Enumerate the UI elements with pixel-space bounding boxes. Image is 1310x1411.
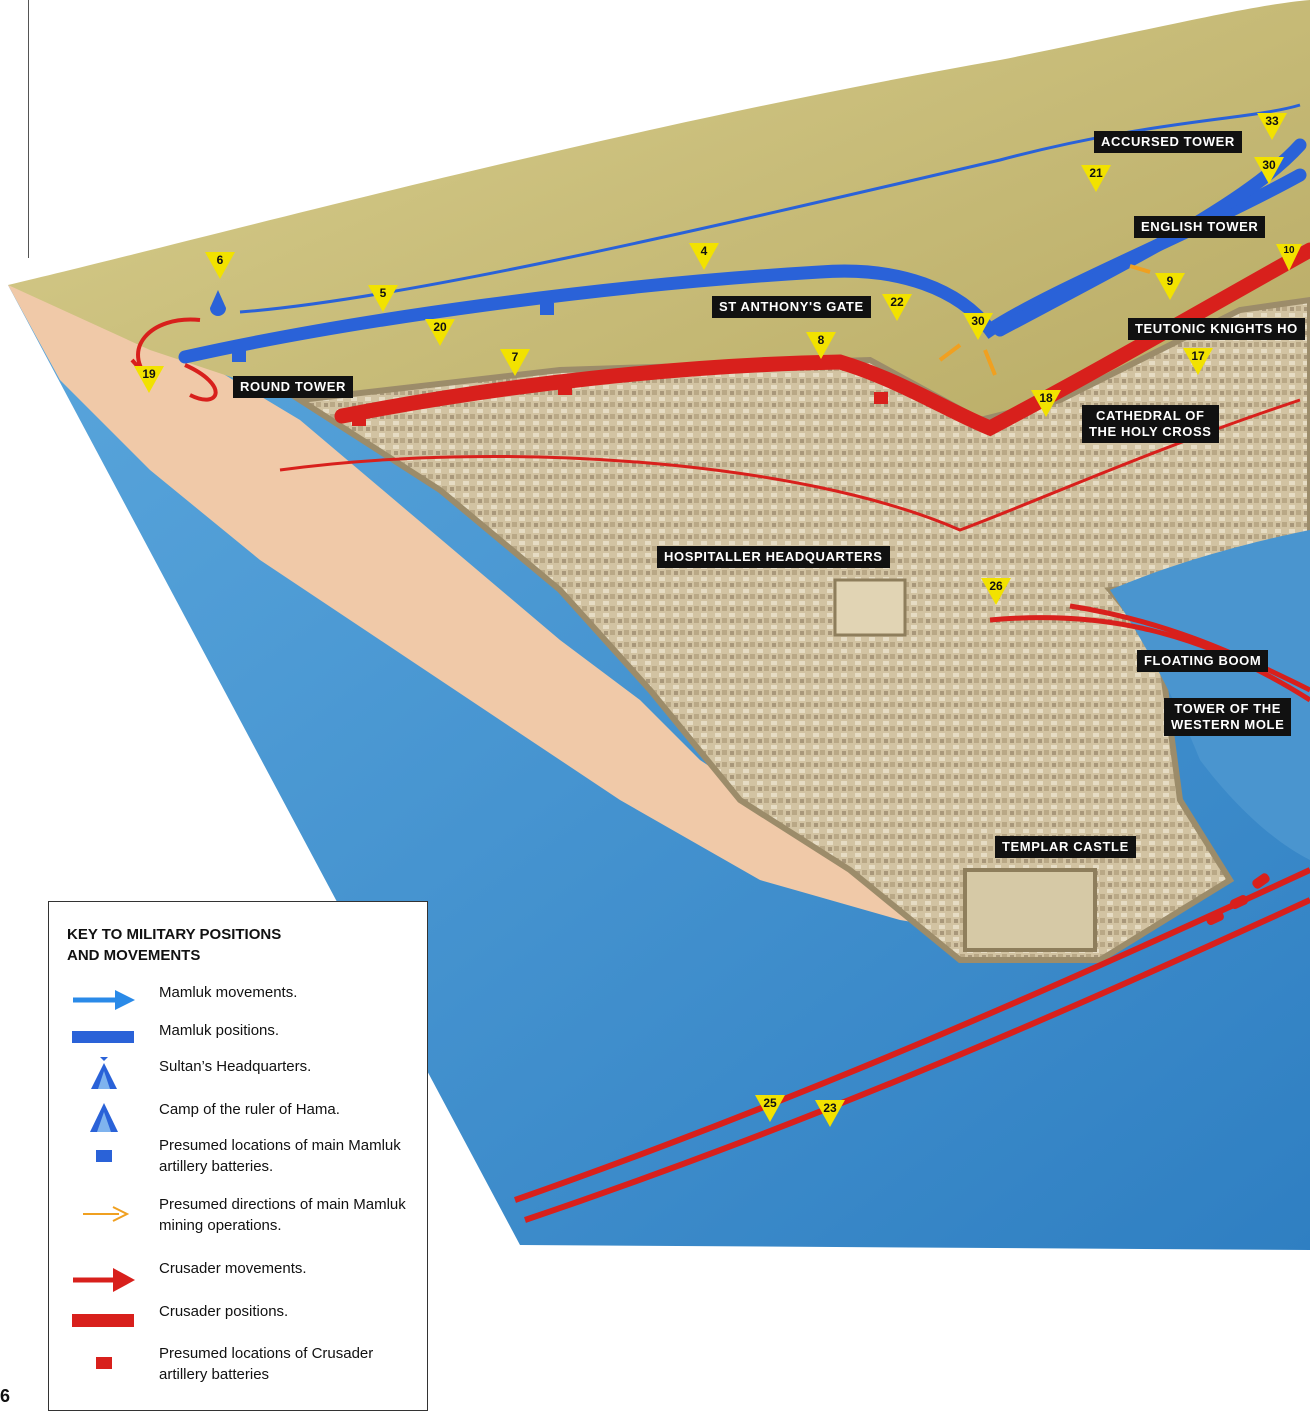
label-cathedral-line2: THE HOLY CROSS <box>1089 424 1212 439</box>
mamluk-battery <box>232 350 246 362</box>
label-accursed-tower: ACCURSED TOWER <box>1094 131 1242 153</box>
label-templar-castle: TEMPLAR CASTLE <box>995 836 1136 858</box>
hama-camp-drop <box>210 290 226 316</box>
blue-arrow-icon <box>73 990 135 1010</box>
marker-17: 17 <box>1183 348 1213 375</box>
blue-square-icon <box>96 1150 112 1162</box>
blue-bar-icon <box>72 1031 134 1043</box>
tent-flag-icon <box>91 1057 117 1089</box>
marker-4: 4 <box>689 243 719 270</box>
label-western-mole: TOWER OF THE WESTERN MOLE <box>1164 698 1292 736</box>
marker-18: 18 <box>1031 390 1061 417</box>
marker-23: 23 <box>815 1100 845 1127</box>
label-cathedral-line1: CATHEDRAL OF <box>1096 408 1205 423</box>
crusader-sea-route-1 <box>514 867 1310 1203</box>
crusader-ship <box>1206 910 1224 926</box>
label-western-mole-line2: WESTERN MOLE <box>1171 717 1285 732</box>
orange-arrow-icon <box>83 1206 130 1222</box>
key-title: KEY TO MILITARY POSITIONS AND MOVEMENTS <box>67 926 282 964</box>
tent-icon <box>90 1103 118 1132</box>
red-arrow-icon <box>73 1268 135 1292</box>
marker-33: 33 <box>1257 113 1287 140</box>
crusader-sortie-return <box>184 363 218 402</box>
crusader-sea-route-2 <box>524 897 1310 1223</box>
key-label: Mamluk positions. <box>159 1022 280 1039</box>
crusader-battery <box>352 414 366 426</box>
templar-castle-block <box>963 868 1097 952</box>
crusader-ship <box>1252 873 1270 889</box>
harbour <box>1110 530 1310 860</box>
crusader-inner-route <box>279 398 1301 532</box>
marker-9: 9 <box>1155 273 1185 300</box>
marker-30-accursed: 30 <box>1254 157 1284 184</box>
mining-arrow <box>983 349 997 376</box>
key-label: Mamluk movements. <box>159 984 298 1001</box>
label-st-anthonys-gate: ST ANTHONY'S GATE <box>712 296 871 318</box>
margin-rule <box>28 0 29 258</box>
page-number: 6 <box>0 1386 11 1406</box>
marker-10: 10 <box>1276 244 1302 271</box>
label-floating-boom: FLOATING BOOM <box>1137 650 1269 672</box>
key-label: Camp of the ruler of Hama. <box>159 1101 340 1118</box>
crusader-battery <box>558 383 572 395</box>
marker-5: 5 <box>368 285 398 312</box>
label-round-tower: ROUND TOWER <box>233 376 354 398</box>
beach <box>8 285 960 930</box>
marker-20: 20 <box>425 319 455 346</box>
crusader-ship <box>1230 894 1248 910</box>
key-label: Crusader positions. <box>159 1303 289 1320</box>
key-label: Crusader movements. <box>159 1260 307 1277</box>
marker-25: 25 <box>755 1095 785 1122</box>
key-label: Presumed locations of Crusader artillery… <box>159 1345 374 1383</box>
label-english-tower: ENGLISH TOWER <box>1134 216 1266 238</box>
marker-26: 26 <box>981 578 1011 605</box>
map-key: KEY TO MILITARY POSITIONS AND MOVEMENTS … <box>48 901 428 1411</box>
marker-8: 8 <box>806 332 836 359</box>
red-square-icon <box>96 1357 112 1369</box>
red-bar-icon <box>72 1314 134 1327</box>
label-cathedral: CATHEDRAL OF THE HOLY CROSS <box>1082 405 1219 443</box>
mamluk-battery <box>540 303 554 315</box>
label-teutonic-knights: TEUTONIC KNIGHTS HO <box>1128 318 1305 340</box>
marker-6: 6 <box>205 252 235 279</box>
hospitaller-hq-block <box>833 578 907 637</box>
marker-30: 30 <box>963 313 993 340</box>
mining-arrow <box>938 343 962 362</box>
mining-arrow <box>1129 264 1151 274</box>
marker-19: 19 <box>134 366 164 393</box>
marker-22: 22 <box>882 294 912 321</box>
marker-7: 7 <box>500 349 530 376</box>
label-hospitaller-hq: HOSPITALLER HEADQUARTERS <box>657 546 890 568</box>
key-label: Sultan’s Headquarters. <box>159 1058 312 1075</box>
crusader-harbour-route <box>989 603 1310 703</box>
marker-21: 21 <box>1081 165 1111 192</box>
key-label: Presumed locations of main Mamluk artill… <box>159 1137 401 1175</box>
crusader-battery <box>874 392 888 404</box>
label-western-mole-line1: TOWER OF THE <box>1174 701 1281 716</box>
key-label: Presumed directions of main Mamluk minin… <box>159 1196 406 1234</box>
